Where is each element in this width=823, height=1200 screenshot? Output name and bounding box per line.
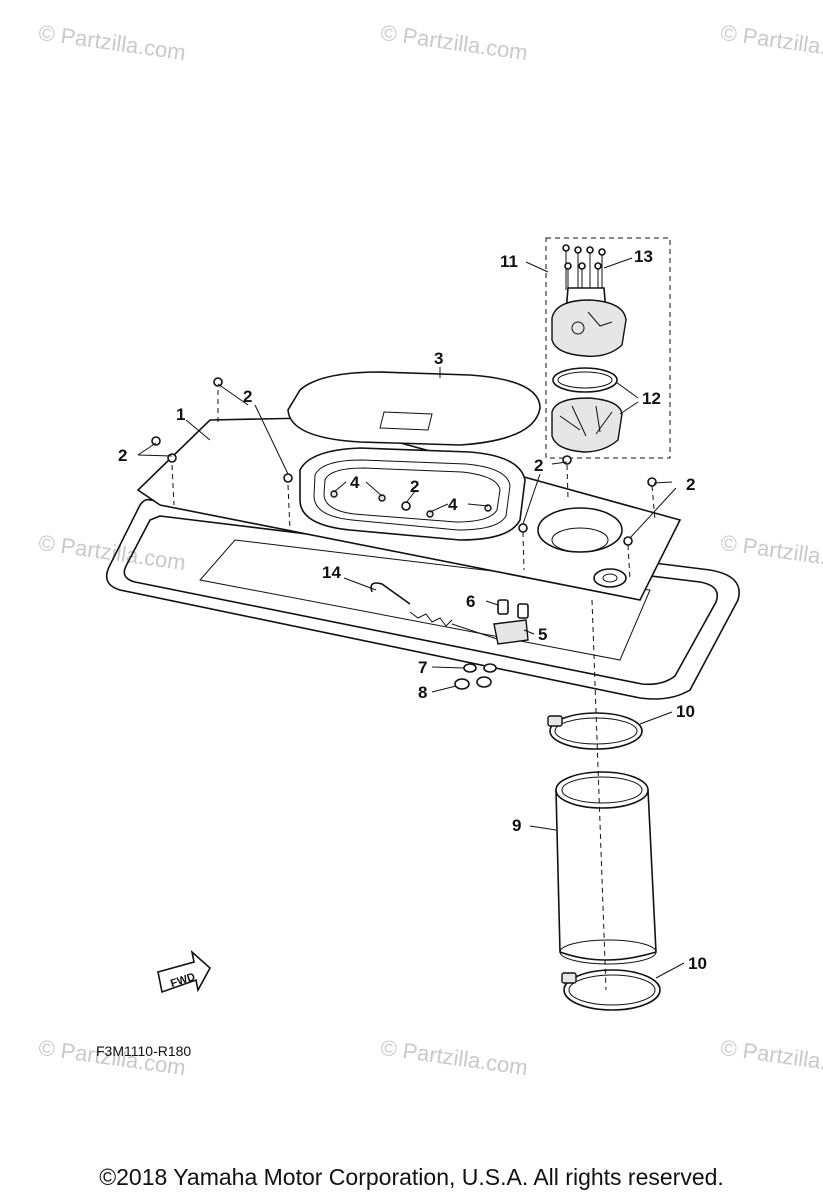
screw-set [562,244,606,300]
callout-13: 13 [634,247,653,266]
callout-2: 2 [410,477,419,496]
callout-2: 2 [243,387,252,406]
drain-fitting [593,568,627,588]
callout-2: 2 [118,446,127,465]
diagram-code: F3M1110-R180 [96,1043,192,1059]
bracket-5 [493,619,529,645]
hose [555,771,657,965]
callout-12: 12 [642,389,661,408]
screw-4 [330,490,492,518]
hose-clamp-upper [547,712,643,750]
callout-3: 3 [434,349,443,368]
inspection-housing-bottom [551,397,623,453]
callout-4: 4 [350,473,360,492]
callout-10: 10 [676,702,695,721]
callout-10: 10 [688,954,707,973]
hatch-cover [287,371,541,446]
callout-6: 6 [466,592,475,611]
callout-9: 9 [512,816,521,835]
nuts-8 [454,676,492,690]
tether-cable [370,582,501,641]
bolts-6 [497,599,529,619]
hose-clamp-lower [561,969,661,1011]
leader-lines [137,257,685,979]
callout-2: 2 [534,456,543,475]
hose-opening [537,507,623,553]
callout-8: 8 [418,683,427,702]
callout-5: 5 [538,625,547,644]
callout-2: 2 [686,475,695,494]
fwd-arrow-icon: FWD [157,949,212,994]
callout-7: 7 [418,658,427,677]
callout-11: 11 [500,252,518,271]
copyright-notice: ©2018 Yamaha Motor Corporation, U.S.A. A… [99,1164,724,1190]
assembly-box [545,237,671,459]
inspection-housing-top [551,287,627,357]
callout-14: 14 [322,563,341,582]
callout-4: 4 [448,495,458,514]
callout-1: 1 [176,405,185,424]
